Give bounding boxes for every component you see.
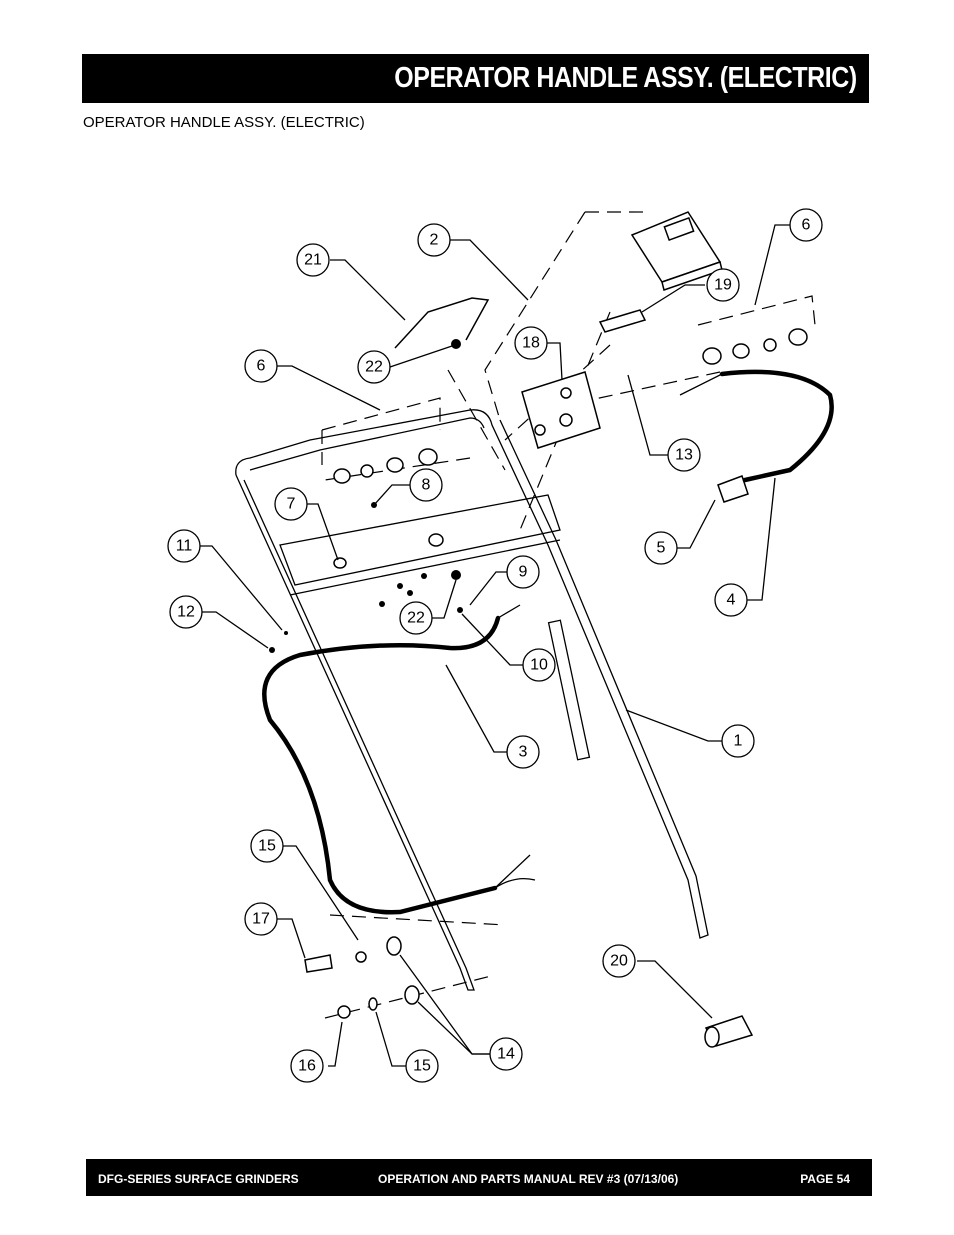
footer-bar: DFG-SERIES SURFACE GRINDERS OPERATION AN…: [86, 1159, 872, 1196]
svg-text:11: 11: [176, 538, 193, 555]
footer-page-number: PAGE 54: [800, 1172, 850, 1186]
callout-bubble-12: 12: [169, 595, 203, 629]
svg-text:2: 2: [430, 232, 439, 249]
cables: [262, 369, 834, 915]
footer-manual: OPERATION AND PARTS MANUAL REV #3 (07/13…: [378, 1172, 679, 1186]
callout-bubble-10: 10: [522, 648, 556, 682]
svg-text:5: 5: [657, 540, 666, 557]
callout-bubble-15-upper: 15: [250, 829, 284, 863]
callout-bubble-5: 5: [644, 531, 678, 565]
leader-lines: [200, 224, 790, 1067]
svg-text:10: 10: [530, 657, 548, 674]
svg-text:13: 13: [675, 447, 693, 464]
svg-text:15: 15: [413, 1058, 431, 1075]
callout-bubble-22-upper: 22: [357, 350, 391, 384]
callout-bubble-14: 14: [489, 1037, 523, 1071]
callout-bubble-9: 9: [506, 555, 540, 589]
title-bar: OPERATOR HANDLE ASSY. (ELECTRIC): [82, 54, 869, 103]
svg-text:7: 7: [287, 496, 296, 513]
svg-text:20: 20: [610, 953, 628, 970]
svg-text:16: 16: [298, 1058, 316, 1075]
callout-bubble-18: 18: [514, 326, 548, 360]
svg-text:22: 22: [407, 610, 425, 627]
callout-bubble-2: 2: [417, 223, 451, 257]
svg-text:8: 8: [422, 477, 431, 494]
svg-text:21: 21: [304, 252, 322, 269]
callout-bubble-20: 20: [602, 944, 636, 978]
svg-text:9: 9: [519, 564, 528, 581]
svg-text:17: 17: [252, 911, 270, 928]
callout-bubble-19: 19: [706, 268, 740, 302]
callout-bubble-6-right: 6: [789, 208, 823, 242]
handle-frame: [235, 409, 709, 991]
svg-text:4: 4: [727, 592, 736, 609]
callout-bubble-15-lower: 15: [405, 1049, 439, 1083]
explode-lines: [321, 211, 816, 1019]
callout-bubble-6-left: 6: [244, 349, 278, 383]
callout-bubble-3: 3: [506, 735, 540, 769]
callout-bubble-8: 8: [409, 468, 443, 502]
callout-bubble-7: 7: [274, 487, 308, 521]
svg-text:6: 6: [802, 217, 811, 234]
callout-bubble-22-lower: 22: [399, 601, 433, 635]
page-title: OPERATOR HANDLE ASSY. (ELECTRIC): [394, 62, 858, 94]
svg-text:14: 14: [497, 1046, 515, 1063]
svg-text:6: 6: [257, 358, 266, 375]
svg-text:12: 12: [177, 604, 195, 621]
svg-text:1: 1: [734, 733, 743, 750]
callout-bubble-11: 11: [167, 529, 201, 563]
svg-text:18: 18: [522, 335, 540, 352]
section-subtitle: OPERATOR HANDLE ASSY. (ELECTRIC): [83, 114, 365, 131]
footer-product: DFG-SERIES SURFACE GRINDERS: [98, 1172, 299, 1186]
callout-bubble-17: 17: [244, 902, 278, 936]
svg-text:22: 22: [365, 359, 383, 376]
callout-bubble-21: 21: [296, 243, 330, 277]
hardware: [269, 297, 808, 1048]
callout-bubble-4: 4: [714, 583, 748, 617]
switch-box: [521, 211, 723, 449]
svg-text:19: 19: [714, 277, 732, 294]
svg-text:15: 15: [258, 838, 276, 855]
callout-bubble-13: 13: [667, 438, 701, 472]
callout-bubble-16: 16: [290, 1049, 324, 1083]
callout-bubble-1: 1: [721, 724, 755, 758]
svg-text:3: 3: [519, 744, 528, 761]
